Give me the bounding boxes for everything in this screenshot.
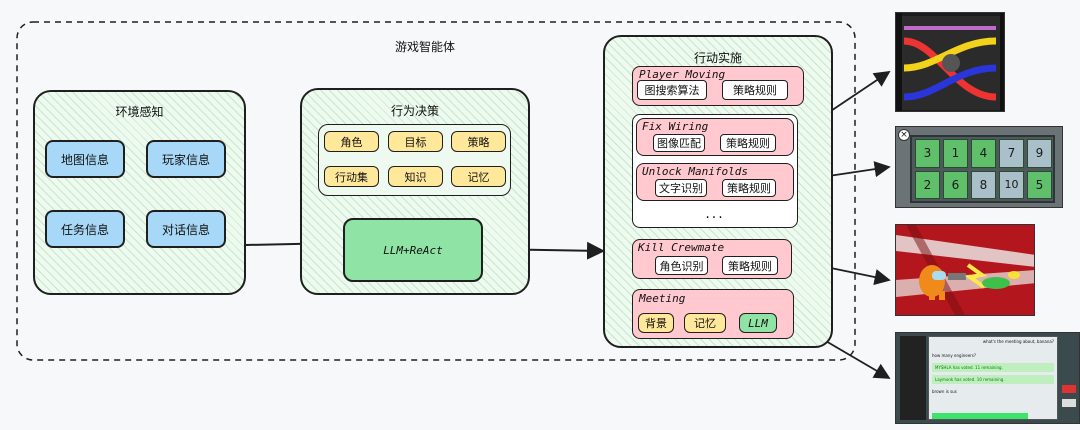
task-info-node: 任务信息 <box>45 210 125 248</box>
manifold-task-screenshot: × 3 1 4 7 9 2 6 8 10 5 <box>895 126 1063 208</box>
kill-illustration <box>896 225 1034 315</box>
manifold-key: 6 <box>943 170 968 199</box>
option-goal: 目标 <box>388 131 443 152</box>
chat-line: how many engineers? <box>932 353 977 358</box>
manifold-key: 10 <box>999 170 1024 199</box>
dialogue-info-node: 对话信息 <box>146 210 226 248</box>
chat-window: what's the meeting about, banana? how ma… <box>928 336 1058 420</box>
unlock-manifolds-label: Unlock Manifolds <box>642 165 748 178</box>
chat-button <box>1062 385 1076 393</box>
unlock-manifolds-step-2: 策略规则 <box>722 179 776 197</box>
option-knowledge: 知识 <box>388 166 443 187</box>
player-info-node: 玩家信息 <box>146 140 226 178</box>
chat-line: brown is sus <box>932 389 957 394</box>
agent-container-border <box>16 21 856 361</box>
wiring-illustration <box>896 13 1004 111</box>
player-moving-step-1: 图搜索算法 <box>637 80 707 100</box>
llm-react-core: LLM+ReAct <box>343 218 483 282</box>
player-moving-step-2: 策略规则 <box>722 80 788 100</box>
more-tasks-ellipsis: ... <box>705 206 725 222</box>
meeting-label: Meeting <box>639 292 686 305</box>
llm-react-label: LLM+ReAct <box>383 243 443 257</box>
kill-crewmate-label: Kill Crewmate <box>638 241 725 254</box>
manifold-key: 3 <box>915 139 940 168</box>
perception-title: 环境感知 <box>115 105 164 119</box>
meeting-chat-screenshot: what's the meeting about, banana? how ma… <box>895 332 1080 424</box>
chat-button <box>1062 399 1076 407</box>
meeting-step-llm: LLM <box>739 313 777 333</box>
kill-crewmate-step-2: 策略规则 <box>722 256 778 275</box>
manifold-key: 8 <box>971 170 996 199</box>
player-moving-label: Player Moving <box>639 68 726 81</box>
meeting-step-background: 背景 <box>638 313 674 333</box>
action-title: 行动实施 <box>693 51 742 65</box>
option-action-set: 行动集 <box>324 166 379 187</box>
manifold-key: 2 <box>915 170 940 199</box>
meeting-llm-label: LLM <box>748 316 768 330</box>
unlock-manifolds-step-1: 文字识别 <box>655 179 707 197</box>
kill-crewmate-step-1: 角色识别 <box>655 256 708 275</box>
manifold-key: 4 <box>971 139 996 168</box>
chat-line: Laymonk has voted. 10 remaining. <box>932 375 1054 384</box>
decision-title: 行为决策 <box>390 104 439 118</box>
fix-wiring-step-2: 策略规则 <box>720 134 776 152</box>
player-sidebar <box>900 336 926 420</box>
wiring-task-screenshot <box>895 12 1005 112</box>
manifold-grid: 3 1 4 7 9 2 6 8 10 5 <box>915 139 1052 199</box>
agent-title: 游戏智能体 <box>394 40 455 54</box>
chat-input-bar <box>932 413 1028 419</box>
chat-line: what's the meeting about, banana? <box>982 339 1054 344</box>
manifold-key: 9 <box>1027 139 1052 168</box>
close-icon: × <box>898 129 910 141</box>
manifold-key: 7 <box>999 139 1024 168</box>
option-memory: 记忆 <box>451 166 506 187</box>
kill-animation-screenshot <box>895 224 1035 316</box>
option-strategy: 策略 <box>451 131 506 152</box>
manifold-key: 1 <box>943 139 968 168</box>
fix-wiring-step-1: 图像匹配 <box>653 134 705 152</box>
manifold-key: 5 <box>1027 170 1052 199</box>
fix-wiring-label: Fix Wiring <box>642 120 709 133</box>
chat-line: MYSHLA has voted. 11 remaining. <box>932 363 1054 372</box>
map-info-node: 地图信息 <box>45 140 125 178</box>
option-role: 角色 <box>324 131 379 152</box>
perception-panel: 环境感知 <box>33 90 246 295</box>
meeting-step-memory: 记忆 <box>684 313 726 333</box>
